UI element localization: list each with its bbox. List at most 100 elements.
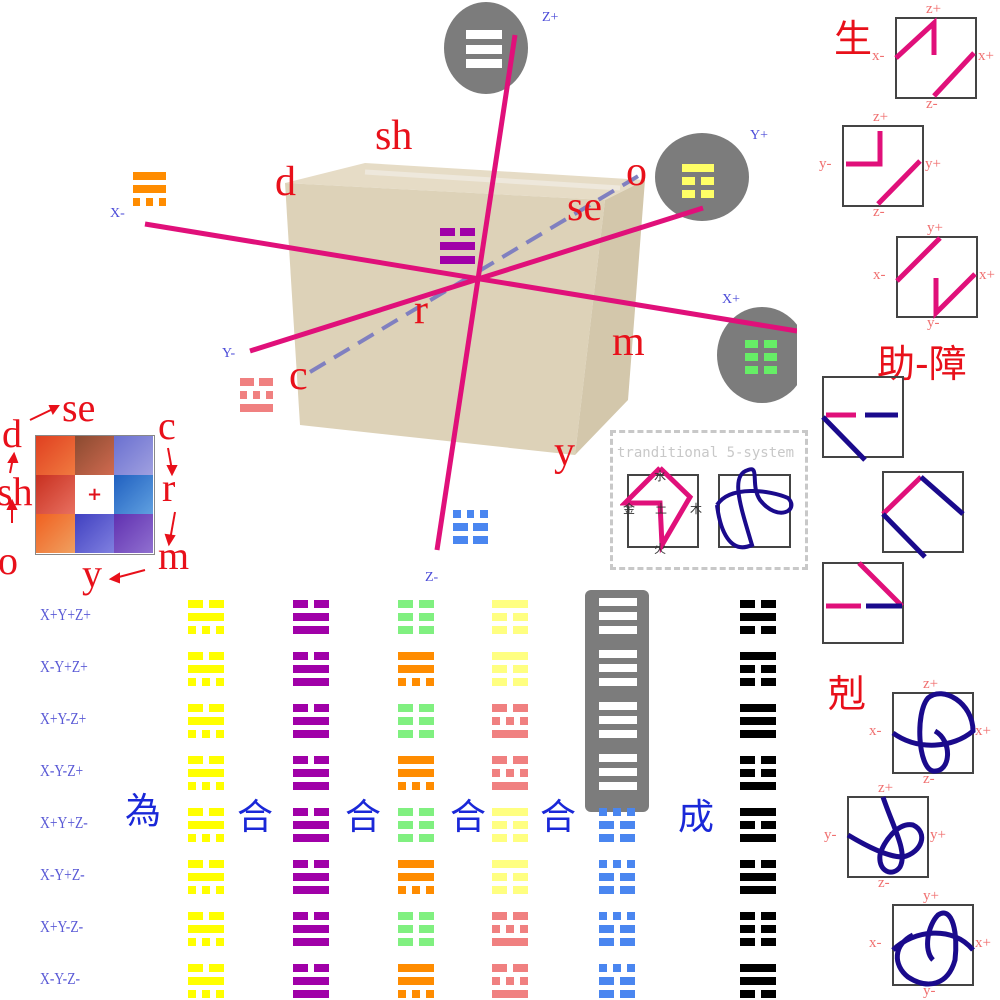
blue-stroke xyxy=(881,512,927,559)
cycle-y: y xyxy=(82,551,102,596)
solid-line xyxy=(740,730,776,738)
solid-line xyxy=(599,678,637,686)
broken-line xyxy=(398,938,434,946)
relation-box xyxy=(821,376,904,462)
relation-box xyxy=(895,236,978,320)
broken-line xyxy=(240,378,273,386)
pink-stroke xyxy=(846,131,883,167)
solid-line xyxy=(599,754,637,762)
x-minus-label: X- xyxy=(110,206,125,221)
trigram-z-plus xyxy=(466,30,502,68)
character-grid: + xyxy=(35,435,155,555)
relation-box xyxy=(891,904,975,987)
solid-line xyxy=(740,886,776,894)
trigram-cell xyxy=(740,652,776,686)
broken-line xyxy=(492,626,528,634)
dotted-line xyxy=(492,717,528,725)
broken-line xyxy=(740,912,776,920)
portrait-7 xyxy=(36,514,75,553)
x-axis xyxy=(144,221,798,334)
solid-line xyxy=(740,613,776,621)
broken-line xyxy=(740,769,776,777)
trigram-cell xyxy=(740,860,776,894)
solid-line xyxy=(466,44,502,54)
z-plus-label: Z+ xyxy=(542,10,559,25)
solid-line xyxy=(188,925,224,933)
dotted-line xyxy=(398,678,434,686)
broken-line xyxy=(492,834,528,842)
dotted-line xyxy=(188,834,224,842)
five-system-title: tranditional 5-system xyxy=(617,445,795,461)
broken-line xyxy=(599,873,635,881)
element-water: 水 xyxy=(654,469,667,483)
axis-label-zp: z+ xyxy=(926,1,942,17)
axis-label-xp: x+ xyxy=(975,935,991,951)
trigram-cell xyxy=(492,652,528,686)
cycle-r: r xyxy=(162,465,176,510)
trigram-z-minus xyxy=(453,510,488,544)
solid-line xyxy=(599,598,637,606)
dotted-line xyxy=(240,391,273,399)
trigram-x-minus xyxy=(133,172,166,206)
trigram-cell xyxy=(293,756,329,790)
solid-line xyxy=(188,613,224,621)
solid-line xyxy=(492,938,528,946)
broken-line xyxy=(293,652,329,660)
broken-line xyxy=(398,717,434,725)
solid-line xyxy=(599,768,637,776)
dotted-line xyxy=(599,808,635,816)
portrait-6 xyxy=(114,475,153,514)
solid-line xyxy=(293,938,329,946)
cycle-o: o xyxy=(0,538,18,583)
solid-line xyxy=(599,730,637,738)
broken-line xyxy=(293,756,329,764)
letter-o: o xyxy=(626,149,647,195)
trigram-cell xyxy=(398,808,434,842)
solid-line xyxy=(293,613,329,621)
connector-char: 合 xyxy=(540,797,577,838)
connector-char: 合 xyxy=(450,797,487,838)
axis-label-zm: z- xyxy=(923,771,935,787)
solid-line xyxy=(740,782,776,790)
trigram-cell xyxy=(293,860,329,894)
broken-line xyxy=(740,860,776,868)
trigram-cell xyxy=(599,912,635,946)
row-label: X-Y+Z- xyxy=(40,865,85,884)
broken-line xyxy=(599,834,635,842)
axis-label-yp: y+ xyxy=(923,888,939,904)
solid-line xyxy=(398,756,434,764)
solid-line xyxy=(293,977,329,985)
cycle-arrows xyxy=(6,405,178,584)
blue-stroke xyxy=(821,415,867,462)
element-wood: 木 xyxy=(690,502,703,516)
solid-line xyxy=(188,821,224,829)
solid-line xyxy=(599,664,637,672)
blue-stroke xyxy=(891,910,975,987)
trigram-cell xyxy=(599,808,635,842)
solid-line xyxy=(740,704,776,712)
solid-line xyxy=(293,678,329,686)
broken-line xyxy=(599,938,635,946)
row-label: X+Y-Z+ xyxy=(40,709,87,728)
axis-label-ym: y- xyxy=(824,827,837,843)
solid-line xyxy=(293,925,329,933)
pink-stroke xyxy=(894,17,937,60)
trigram-cell xyxy=(492,704,528,738)
solid-line xyxy=(398,665,434,673)
broken-line xyxy=(740,990,776,998)
trigram-cell xyxy=(599,598,637,634)
solid-line xyxy=(133,185,166,193)
solid-line xyxy=(599,612,637,620)
solid-line xyxy=(188,665,224,673)
broken-line xyxy=(492,678,528,686)
pink-stroke xyxy=(933,272,977,320)
trigram-y-minus xyxy=(240,378,273,412)
broken-line xyxy=(599,821,635,829)
trigram-cell xyxy=(740,600,776,634)
solid-line xyxy=(492,782,528,790)
broken-line xyxy=(745,366,777,374)
trigram-cell xyxy=(492,600,528,634)
trigram-cell xyxy=(740,756,776,790)
five-system-panel: tranditional 5-system xyxy=(610,430,808,570)
solid-line xyxy=(293,873,329,881)
